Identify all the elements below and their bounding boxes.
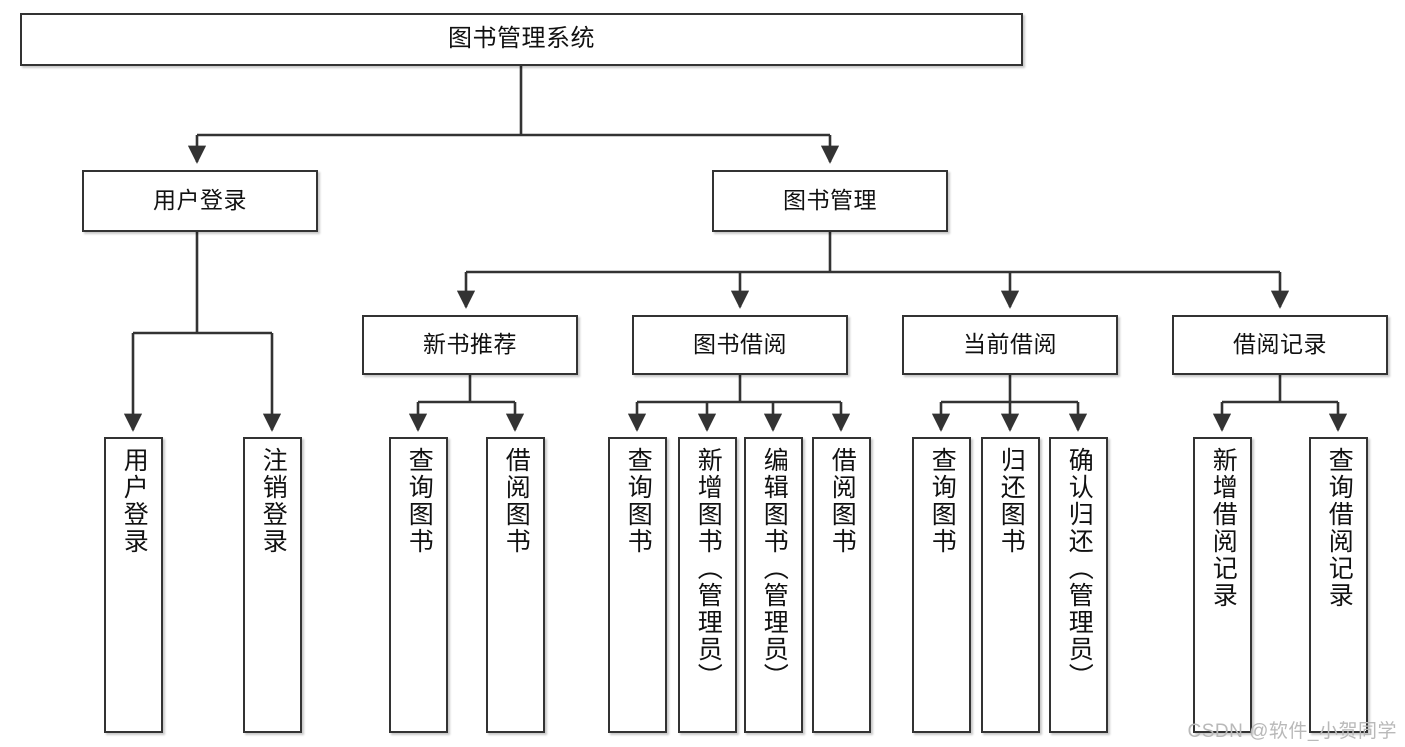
node-book-manage[interactable]: 图书管理 bbox=[712, 170, 948, 232]
node-leaf-query-book-2[interactable]: 查询图书 bbox=[608, 437, 667, 733]
node-leaf-logout-login[interactable]: 注销登录 bbox=[243, 437, 302, 733]
node-leaf-borrow-book-1[interactable]: 借阅图书 bbox=[486, 437, 545, 733]
node-borrow-record[interactable]: 借阅记录 bbox=[1172, 315, 1388, 375]
node-label: 图书管理 bbox=[783, 187, 877, 214]
csdn-watermark: CSDN @软件_小贺同学 bbox=[1187, 721, 1397, 742]
node-user-login[interactable]: 用户登录 bbox=[82, 170, 318, 232]
node-label: 注销登录 bbox=[259, 447, 288, 555]
node-leaf-add-book-admin[interactable]: 新增图书（管理员） bbox=[678, 437, 737, 733]
node-label: 当前借阅 bbox=[963, 331, 1057, 358]
node-leaf-query-borrow-record[interactable]: 查询借阅记录 bbox=[1309, 437, 1368, 733]
node-leaf-return-book[interactable]: 归还图书 bbox=[981, 437, 1040, 733]
node-label: 图书管理系统 bbox=[448, 25, 595, 53]
node-label: 查询图书 bbox=[928, 447, 957, 555]
node-label: 新书推荐 bbox=[423, 331, 517, 358]
node-label: 借阅图书 bbox=[502, 447, 531, 555]
node-leaf-query-book-1[interactable]: 查询图书 bbox=[389, 437, 448, 733]
node-label: 查询借阅记录 bbox=[1325, 447, 1354, 609]
node-leaf-user-login[interactable]: 用户登录 bbox=[104, 437, 163, 733]
node-leaf-borrow-book-2[interactable]: 借阅图书 bbox=[812, 437, 871, 733]
node-leaf-query-book-3[interactable]: 查询图书 bbox=[912, 437, 971, 733]
node-leaf-add-borrow-record[interactable]: 新增借阅记录 bbox=[1193, 437, 1252, 733]
node-leaf-confirm-return-admin[interactable]: 确认归还（管理员） bbox=[1049, 437, 1108, 733]
node-label: 借阅图书 bbox=[828, 447, 857, 555]
node-label: 查询图书 bbox=[624, 447, 653, 555]
node-label: 图书借阅 bbox=[693, 331, 787, 358]
node-leaf-edit-book-admin[interactable]: 编辑图书（管理员） bbox=[744, 437, 803, 733]
node-book-borrow[interactable]: 图书借阅 bbox=[632, 315, 848, 375]
node-label: 新增借阅记录 bbox=[1209, 447, 1238, 609]
node-label: 用户登录 bbox=[153, 187, 247, 214]
node-current-borrow[interactable]: 当前借阅 bbox=[902, 315, 1118, 375]
node-root-system[interactable]: 图书管理系统 bbox=[20, 13, 1023, 66]
node-label: 新增图书（管理员） bbox=[694, 447, 723, 690]
node-label: 确认归还（管理员） bbox=[1065, 447, 1094, 690]
node-new-book-recommend[interactable]: 新书推荐 bbox=[362, 315, 578, 375]
node-label: 用户登录 bbox=[120, 447, 149, 555]
node-label: 编辑图书（管理员） bbox=[760, 447, 789, 690]
node-label: 查询图书 bbox=[405, 447, 434, 555]
node-label: 归还图书 bbox=[997, 447, 1026, 555]
node-label: 借阅记录 bbox=[1233, 331, 1327, 358]
